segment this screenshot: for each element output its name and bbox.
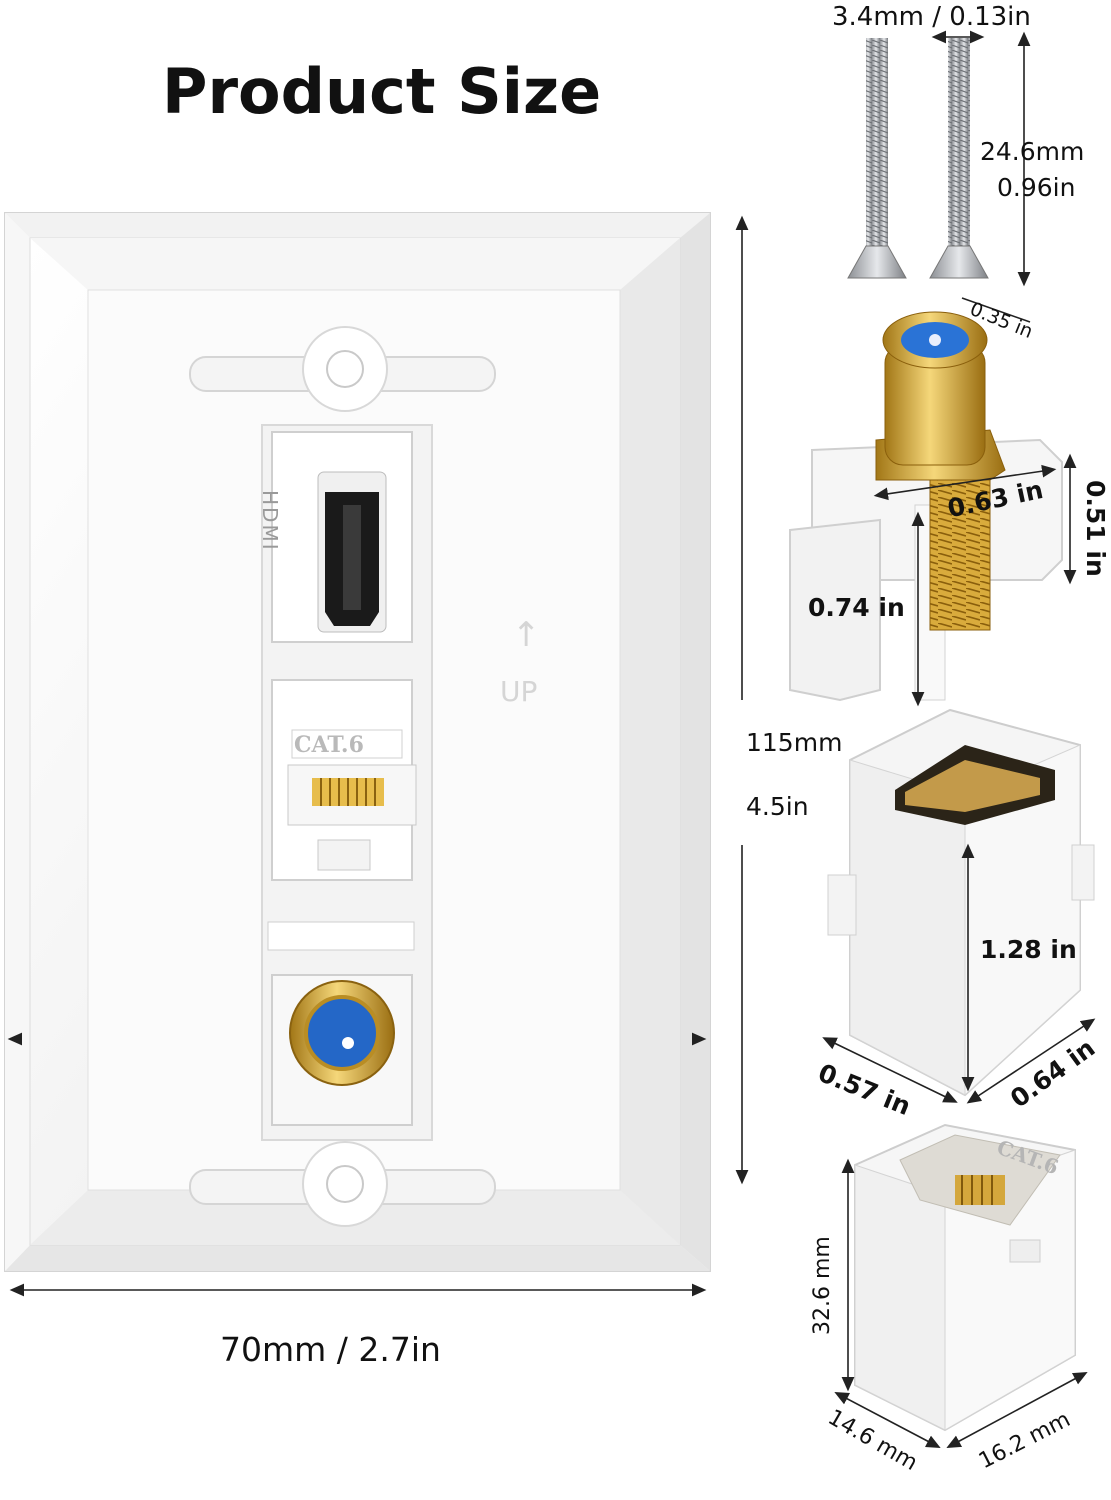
screw-pair <box>847 38 989 279</box>
plate-height-in: 4.5in <box>746 792 809 821</box>
cat6-emboss-label: CAT.6 <box>294 732 364 758</box>
rj45-contacts <box>312 778 384 806</box>
plate-height-mm: 115mm <box>746 728 843 757</box>
screw-length-mm: 24.6mm <box>980 137 1085 166</box>
cat6-height-dim: 32.6 mm <box>810 1236 835 1335</box>
screw-diameter: 3.4mm / 0.13in <box>832 2 1031 32</box>
dimension-lines <box>7 30 1096 1449</box>
hdmi-keystone-module <box>827 708 1095 1097</box>
coax-depth-dim: 0.74 in <box>808 593 905 622</box>
wall-plate <box>4 212 711 1272</box>
cat6-keystone-module <box>854 1123 1076 1432</box>
screw-length-in: 0.96in <box>997 173 1076 202</box>
up-emboss-label: UP <box>500 675 538 708</box>
plate-width: 70mm / 2.7in <box>220 1330 441 1369</box>
coax-height-dim: 0.51 in <box>1081 480 1110 577</box>
hdmi-height-dim: 1.28 in <box>980 935 1077 964</box>
page-title: Product Size <box>162 55 602 128</box>
up-arrow-icon: ↑ <box>512 615 541 655</box>
hdmi-emboss-label: HDMI <box>258 490 282 552</box>
